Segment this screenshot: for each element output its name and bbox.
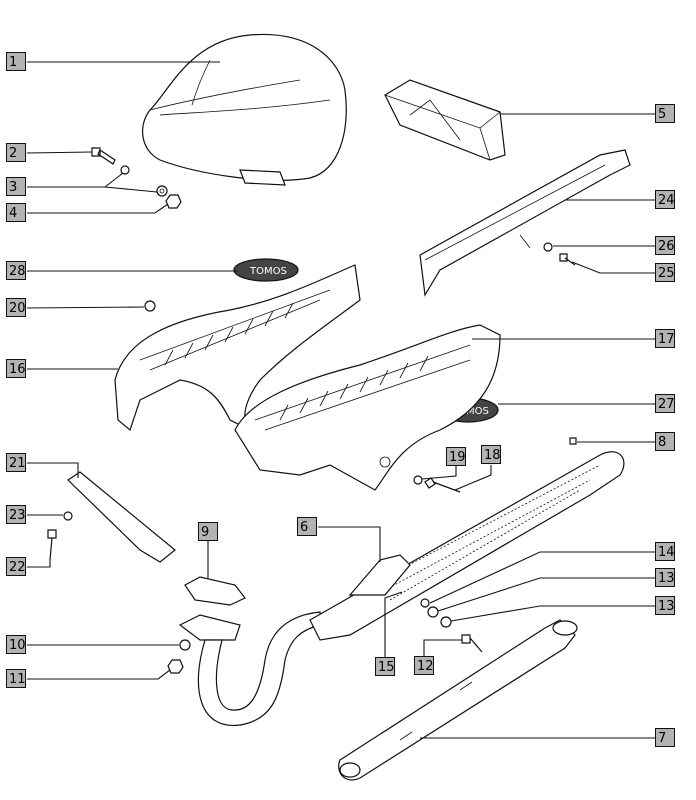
callout-19: 19 (446, 447, 466, 466)
heat-shield-part (338, 619, 578, 781)
chain-guard-part (419, 149, 631, 297)
callout-16: 16 (6, 359, 26, 378)
callout-2: 2 (6, 143, 26, 162)
callout-24: 24 (655, 190, 675, 209)
decal-28-text: TOMOS (249, 266, 287, 277)
callout-23: 23 (6, 505, 26, 524)
callout-25: 25 (655, 263, 675, 282)
callout-11: 11 (6, 669, 26, 688)
callout-8: 8 (655, 432, 675, 451)
left-side-cover-part (114, 264, 361, 432)
callout-18: 18 (481, 445, 501, 464)
callout-7: 7 (655, 728, 675, 747)
right-side-cover-part (234, 324, 501, 491)
decal-28 (233, 258, 299, 282)
callout-4: 4 (6, 203, 26, 222)
callout-17: 17 (655, 329, 675, 348)
bracket-part (67, 471, 176, 563)
callout-26: 26 (655, 236, 675, 255)
callout-10: 10 (6, 635, 26, 654)
callout-13a: 13 (655, 568, 675, 587)
callout-15: 15 (375, 657, 395, 676)
callout-5: 5 (655, 104, 675, 123)
seat-part (142, 33, 347, 186)
tool-box-part (384, 79, 506, 161)
callout-20: 20 (6, 298, 26, 317)
leader-lines (26, 61, 655, 739)
callout-14: 14 (655, 542, 675, 561)
callout-9: 9 (198, 522, 218, 541)
gasket-part (184, 576, 246, 606)
callout-22: 22 (6, 557, 26, 576)
callout-28: 28 (6, 261, 26, 280)
muffler-part (309, 451, 625, 641)
decal-27-text: TOMOS (451, 406, 489, 417)
callout-27: 27 (655, 394, 675, 413)
callout-3: 3 (6, 177, 26, 196)
exhaust-pipe-part (178, 611, 321, 726)
callout-21: 21 (6, 453, 26, 472)
callout-13b: 13 (655, 596, 675, 615)
callout-6: 6 (297, 517, 317, 536)
callout-1: 1 (6, 52, 26, 71)
callout-12: 12 (414, 656, 434, 675)
